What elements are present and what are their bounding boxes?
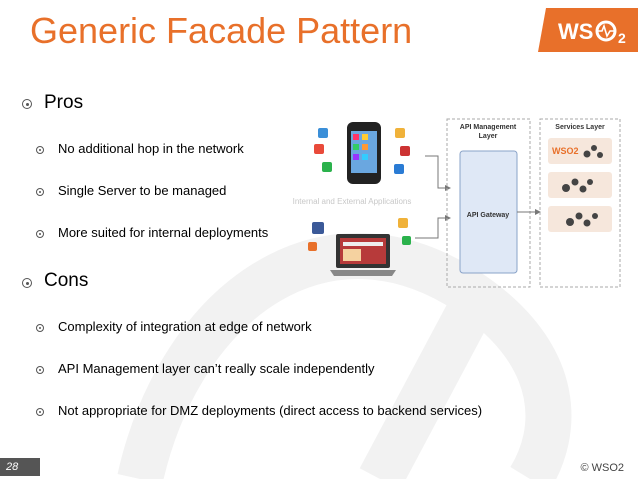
service-box xyxy=(548,138,612,164)
smartphone-icon xyxy=(310,122,422,188)
service-box xyxy=(548,172,612,198)
cons-item: API Management layer can’t really scale … xyxy=(58,361,375,376)
bullet-icon xyxy=(36,230,44,238)
pros-heading: Pros xyxy=(44,92,84,113)
pros-item: No additional hop in the network xyxy=(58,141,244,156)
bullet-icon xyxy=(22,99,32,109)
laptop-icon xyxy=(308,218,411,276)
pros-item: More suited for internal deployments xyxy=(58,225,269,240)
bullet-icon xyxy=(36,146,44,154)
bullet-icon xyxy=(36,408,44,416)
service-wso2-logo: WSO2 xyxy=(552,146,579,156)
cons-item: Not appropriate for DMZ deployments (dir… xyxy=(58,403,483,418)
architecture-diagram: Internal and External Applications API M… xyxy=(293,118,621,288)
gears-icon xyxy=(562,178,593,193)
bullet-icon xyxy=(36,188,44,196)
cons-heading: Cons xyxy=(44,270,89,291)
bullet-icon xyxy=(36,324,44,332)
cons-item: Complexity of integration at edge of net… xyxy=(58,319,312,334)
services-layer xyxy=(539,118,621,288)
copyright-text: © WSO2 xyxy=(580,462,624,474)
gears-icon xyxy=(566,212,598,227)
services-layer-title: Services Layer xyxy=(555,124,605,131)
pros-item: Single Server to be managed xyxy=(58,183,227,198)
svg-text:2: 2 xyxy=(618,30,626,46)
apps-label: Internal and External Applications xyxy=(293,197,412,206)
bullet-icon xyxy=(36,366,44,374)
connector-arrow xyxy=(415,215,451,239)
page-number: 28 xyxy=(0,458,40,476)
svg-text:WS: WS xyxy=(558,19,593,44)
api-layer-title-line2: Layer xyxy=(479,133,498,140)
api-layer-title-line1: API Management xyxy=(460,124,517,131)
wso2-logo: WS 2 xyxy=(538,8,638,52)
api-management-layer xyxy=(446,118,531,288)
slide-title: Generic Facade Pattern xyxy=(30,10,413,51)
bullet-icon xyxy=(22,278,32,288)
connector-arrow xyxy=(425,155,451,191)
gears-icon xyxy=(583,145,603,158)
api-gateway-label: API Gateway xyxy=(467,212,510,219)
